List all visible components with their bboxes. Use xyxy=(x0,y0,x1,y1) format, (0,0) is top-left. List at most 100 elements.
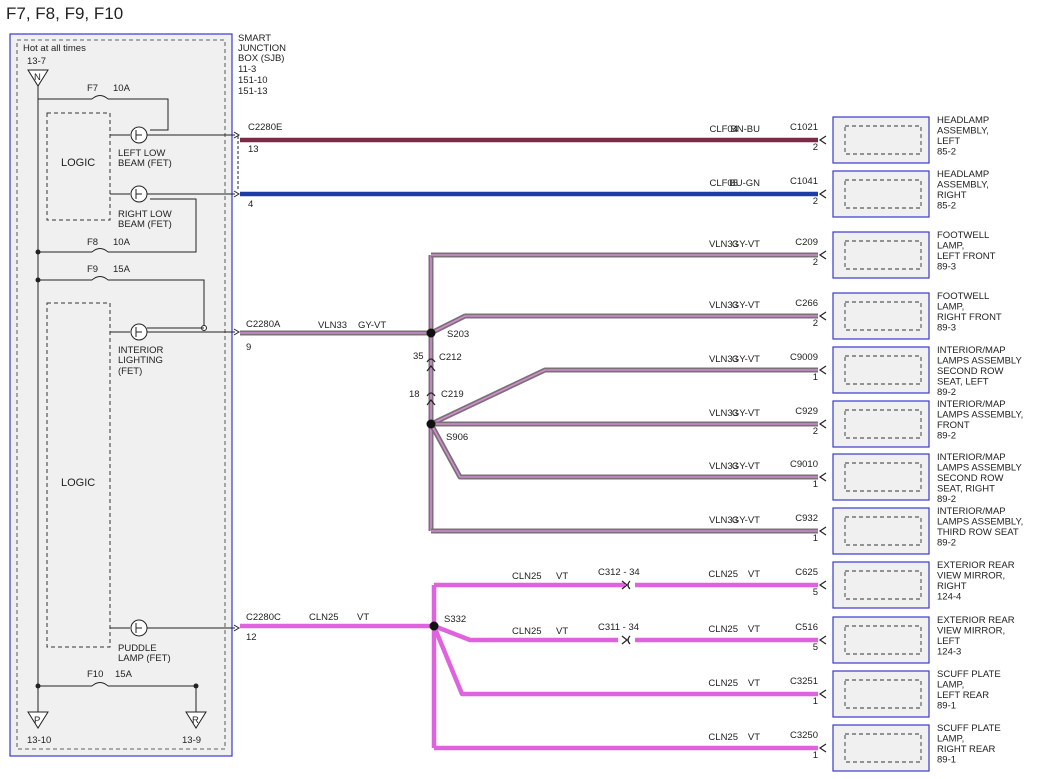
fuse-rating: 10A xyxy=(113,83,131,94)
fet-label: INTERIOR xyxy=(118,345,164,356)
component-label: LEFT REAR xyxy=(937,690,989,701)
connector-arrow-icon xyxy=(818,250,827,260)
connector-pin: 2 xyxy=(813,142,818,153)
component-box xyxy=(832,561,930,609)
component-label: 89-2 xyxy=(937,494,956,505)
splice-s203 xyxy=(426,328,436,338)
fet-puddle-lamp: PUDDLE LAMP (FET) xyxy=(110,619,235,664)
fet-label: LEFT LOW xyxy=(118,148,165,159)
fet-label: BEAM (FET) xyxy=(118,158,172,169)
connector-name: C1021 xyxy=(790,122,818,133)
connector-arrow-icon xyxy=(818,743,827,753)
logic-block-bottom xyxy=(46,302,111,648)
inline-name: C212 xyxy=(439,352,462,363)
wire-color-label: VT xyxy=(556,571,568,582)
connector-pin: 4 xyxy=(248,199,253,210)
component-label: ASSEMBLY, xyxy=(937,180,989,191)
component-inner xyxy=(844,355,922,385)
wire-c9010 xyxy=(428,422,818,480)
wire-color-label: VT xyxy=(748,624,760,635)
splice-label: S906 xyxy=(446,432,468,443)
component-label: 89-2 xyxy=(937,387,956,398)
wire-circuit-label: CLN25 xyxy=(512,571,542,582)
component-label: 124-3 xyxy=(937,647,961,658)
connector-name: C625 xyxy=(795,567,818,578)
power-bus-p: P 13-10 xyxy=(27,711,51,746)
component-label: LEFT xyxy=(937,636,960,647)
splice-label: S203 xyxy=(447,329,469,340)
component-inner xyxy=(844,240,922,270)
connector-pin: 2 xyxy=(813,426,818,437)
sjb-name-line: JUNCTION xyxy=(238,43,286,54)
fuse-f10: F10 15A xyxy=(38,669,196,687)
splice-s332 xyxy=(429,621,439,631)
fuse-rating: 15A xyxy=(113,264,131,275)
component-label: 89-3 xyxy=(937,262,956,273)
logic-block-top xyxy=(46,112,111,221)
sjb-name-line: BOX (SJB) xyxy=(238,53,284,64)
wire-c3251 xyxy=(431,625,818,697)
connector-arrow-icon xyxy=(818,635,827,645)
component-label: SECOND ROW xyxy=(937,473,1004,484)
component-label: SECOND ROW xyxy=(937,366,1004,377)
connector-pin: 9 xyxy=(246,342,251,353)
component-label: 89-2 xyxy=(937,538,956,549)
component-label: 89-2 xyxy=(937,431,956,442)
fet-label: (FET) xyxy=(118,366,142,377)
connector-c2280e: C2280E 13 4 xyxy=(233,122,282,210)
wire-circuit-label: VLN33 xyxy=(709,239,738,250)
component-box xyxy=(832,616,930,664)
wire-circuit-label: VLN33 xyxy=(709,515,738,526)
sjb-name-line: SMART xyxy=(238,33,271,44)
component-label: INTERIOR/MAP xyxy=(937,452,1006,463)
component-inner xyxy=(844,679,922,709)
connector-pin: 1 xyxy=(813,479,818,490)
fuse-f7: F7 10A xyxy=(38,83,169,131)
wire-c9009 xyxy=(429,367,818,427)
fet-label: BEAM (FET) xyxy=(118,219,172,230)
connector-name: C2280E xyxy=(248,122,282,133)
connector-c212: 35 C212 xyxy=(413,351,462,372)
connector-name: C2280C xyxy=(246,612,281,623)
component-label: RIGHT FRONT xyxy=(937,312,1002,323)
component-label: LAMP, xyxy=(937,680,964,691)
connector-pin: 5 xyxy=(813,642,818,653)
component-box xyxy=(832,292,930,340)
component-box xyxy=(832,346,930,394)
bus-n-label: N xyxy=(34,72,41,83)
fet-interior-lighting: INTERIOR LIGHTING (FET) xyxy=(110,323,235,377)
component-label: SEAT, LEFT xyxy=(937,377,989,388)
connector-arrow-icon xyxy=(818,472,827,482)
component-label: RIGHT xyxy=(937,581,967,592)
component-box xyxy=(832,453,930,501)
inline-connector-icon xyxy=(621,635,631,645)
component-label: FOOTWELL xyxy=(937,291,989,302)
wire-color-label: GY-VT xyxy=(732,239,760,250)
connector-c2280c: C2280C 12 xyxy=(233,612,281,643)
ref-br-label: 13-9 xyxy=(182,735,201,746)
wire-circuit-label: CLN25 xyxy=(708,569,738,580)
component-label: LEFT FRONT xyxy=(937,251,996,262)
wire-color-label: GY-VT xyxy=(732,408,760,419)
c2280a-wire-circuit: VLN33 xyxy=(318,320,347,331)
connector-pin: 1 xyxy=(813,533,818,544)
component-inner xyxy=(844,570,922,600)
connector-name: C1041 xyxy=(790,176,818,187)
inline-connector-icon xyxy=(621,580,631,590)
component-inner xyxy=(844,733,922,763)
fuse-id: F8 xyxy=(87,237,98,248)
component-label: FOOTWELL xyxy=(937,230,989,241)
connector-name: C929 xyxy=(795,406,818,417)
component-label: LEFT xyxy=(937,136,960,147)
component-inner xyxy=(844,179,922,209)
component-label: 124-4 xyxy=(937,592,961,603)
connector-arrow-icon xyxy=(818,526,827,536)
wire-color-label: GY-VT xyxy=(732,461,760,472)
wire-circuit-label: VLN33 xyxy=(709,300,738,311)
connector-pin: 1 xyxy=(813,372,818,383)
component-label: INTERIOR/MAP xyxy=(937,506,1006,517)
